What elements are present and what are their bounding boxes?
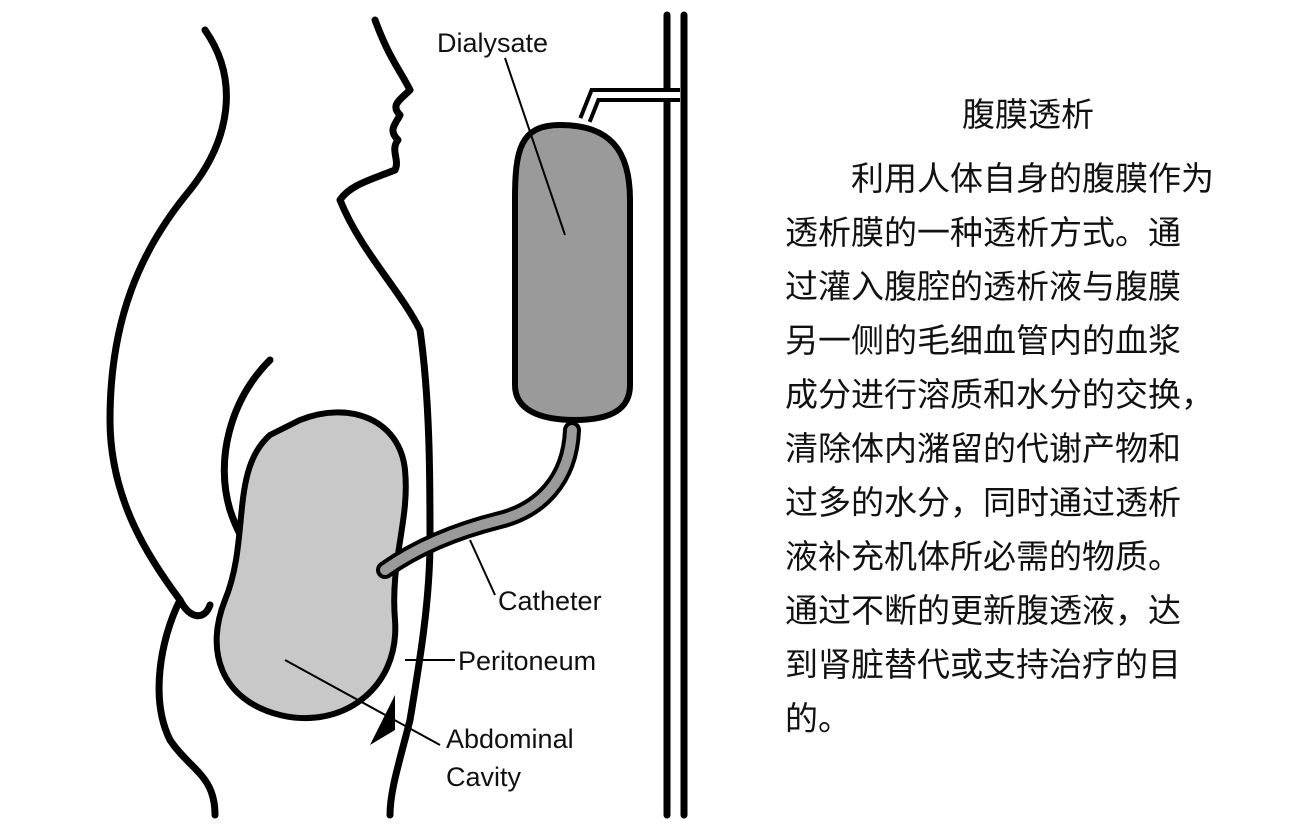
label-peritoneum: Peritoneum: [458, 646, 597, 676]
dialysate-bag: [512, 121, 633, 424]
text-line: 清除体内潴留的代谢产物和: [785, 429, 1181, 468]
description-paragraph: 利用人体自身的腹膜作为 透析膜的一种透析方式。通 过灌入腹腔的透析液与腹膜 另一…: [785, 152, 1265, 746]
arrow-icon: [370, 695, 395, 745]
label-abdominal: Abdominal: [446, 724, 574, 754]
text-line: 到肾脏替代或支持治疗的目: [785, 645, 1181, 684]
catheter-leader: [469, 539, 496, 596]
label-dialysate: Dialysate: [437, 28, 549, 58]
dialysate-leader: [504, 57, 566, 236]
text-line: 另一侧的毛细血管内的血浆: [785, 321, 1181, 360]
text-line: 透析膜的一种透析方式。通: [785, 213, 1181, 252]
peritoneal-dialysis-illustration: [106, 11, 688, 819]
text-line: 液补充机体所必需的物质。: [785, 537, 1181, 576]
body-back-outline: [106, 26, 230, 819]
text-line: 成分进行溶质和水分的交换，: [785, 375, 1214, 414]
text-line: 通过不断的更新腹透液，达: [785, 591, 1181, 630]
text-line: 过多的水分，同时通过透析: [785, 483, 1181, 522]
label-cavity: Cavity: [446, 762, 522, 792]
label-catheter: Catheter: [498, 586, 602, 616]
hip-outline: [176, 596, 214, 620]
cavity-leader: [284, 659, 441, 746]
text-line: 利用人体自身的腹膜作为: [785, 159, 1214, 198]
section-title: 腹膜透析: [962, 95, 1094, 134]
text-line: 的。: [785, 699, 851, 738]
text-line: 过灌入腹腔的透析液与腹膜: [785, 267, 1181, 306]
abdominal-cavity: [213, 409, 409, 722]
body-front-outline: [336, 16, 434, 819]
